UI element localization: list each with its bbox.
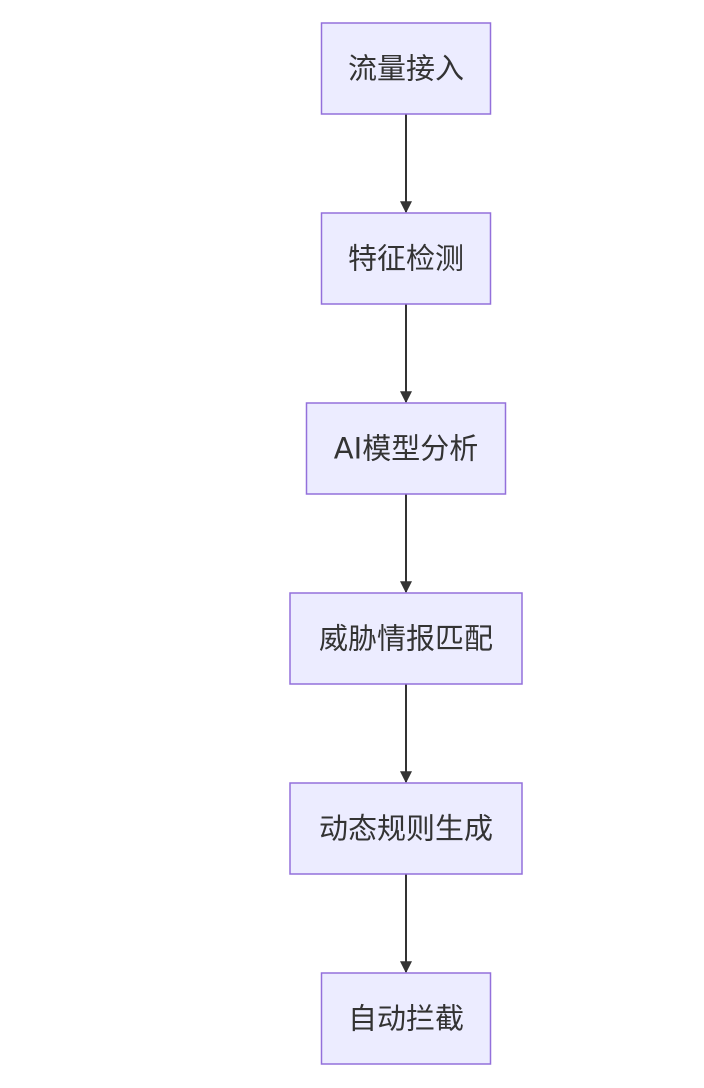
flow-node-box bbox=[289, 592, 523, 685]
flow-node-box bbox=[320, 22, 492, 115]
flow-node-box bbox=[305, 402, 507, 495]
flow-node-1: 流量接入 bbox=[320, 22, 492, 115]
flow-node-label: 威胁情报匹配 bbox=[319, 622, 493, 656]
flow-node-2: 特征检测 bbox=[320, 212, 492, 305]
flow-node-4: 威胁情报匹配 bbox=[289, 592, 523, 685]
flow-node-6: 自动拦截 bbox=[320, 972, 492, 1065]
flow-node-label: AI模型分析 bbox=[334, 432, 478, 466]
flow-node-label: 流量接入 bbox=[348, 52, 464, 86]
flow-node-5: 动态规则生成 bbox=[289, 782, 523, 875]
flow-node-label: 动态规则生成 bbox=[319, 812, 493, 846]
flow-node-label: 自动拦截 bbox=[348, 1002, 464, 1036]
flow-node-box bbox=[320, 972, 492, 1065]
flow-node-box bbox=[289, 782, 523, 875]
flow-node-3: AI模型分析 bbox=[305, 402, 507, 495]
flow-node-label: 特征检测 bbox=[348, 242, 464, 276]
flow-node-box bbox=[320, 212, 492, 305]
